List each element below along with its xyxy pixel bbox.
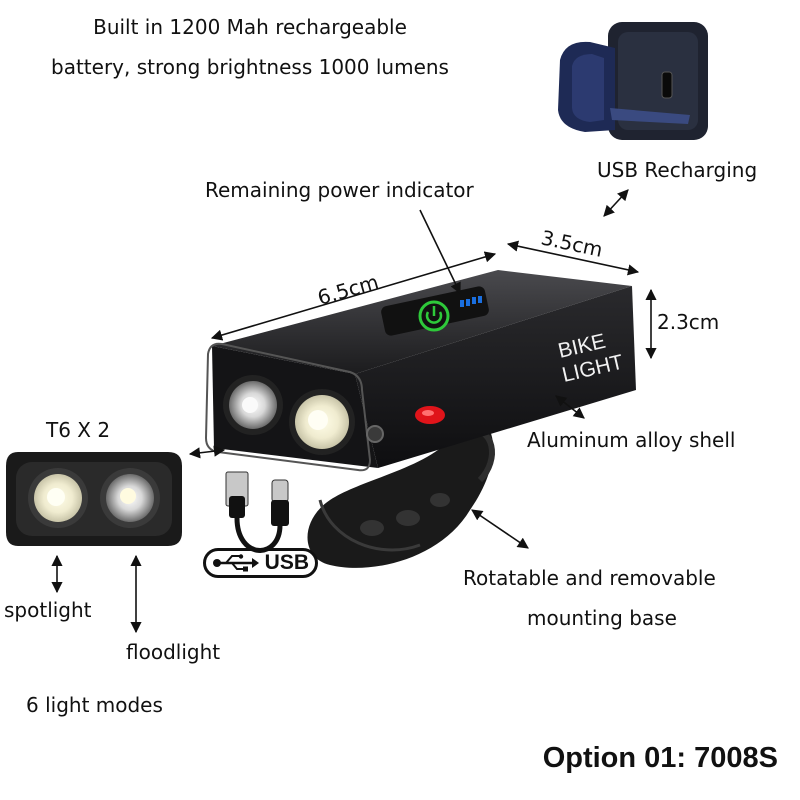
label-light-modes: 6 light modes bbox=[26, 693, 163, 717]
usb-icon bbox=[213, 554, 259, 572]
dimension-width: 3.5cm bbox=[539, 225, 605, 261]
usb-badge: USB bbox=[203, 548, 318, 578]
label-shell: Aluminum alloy shell bbox=[527, 428, 736, 452]
usb-port-cap bbox=[558, 22, 708, 140]
option-label: Option 01: 7008S bbox=[542, 742, 778, 774]
label-led-type: T6 X 2 bbox=[46, 418, 111, 442]
label-floodlight: floodlight bbox=[126, 640, 221, 664]
front-lenses bbox=[223, 375, 384, 455]
usb-cable bbox=[225, 471, 289, 553]
label-usb-recharging: USB Recharging bbox=[597, 158, 758, 182]
led-closeup bbox=[6, 452, 182, 546]
annotation-arrows bbox=[51, 189, 657, 634]
label-spotlight: spotlight bbox=[4, 598, 92, 622]
headline-line-2: battery, strong brightness 1000 lumens bbox=[51, 55, 449, 79]
label-base-line-2: mounting base bbox=[527, 606, 677, 630]
label-height: 2.3cm bbox=[657, 310, 720, 334]
usb-badge-label: USB bbox=[264, 551, 309, 574]
mounting-base bbox=[307, 414, 495, 568]
label-power-indicator: Remaining power indicator bbox=[205, 178, 474, 202]
label-base-line-1: Rotatable and removable bbox=[463, 566, 716, 590]
headline-line-1: Built in 1200 Mah rechargeable bbox=[93, 15, 407, 39]
